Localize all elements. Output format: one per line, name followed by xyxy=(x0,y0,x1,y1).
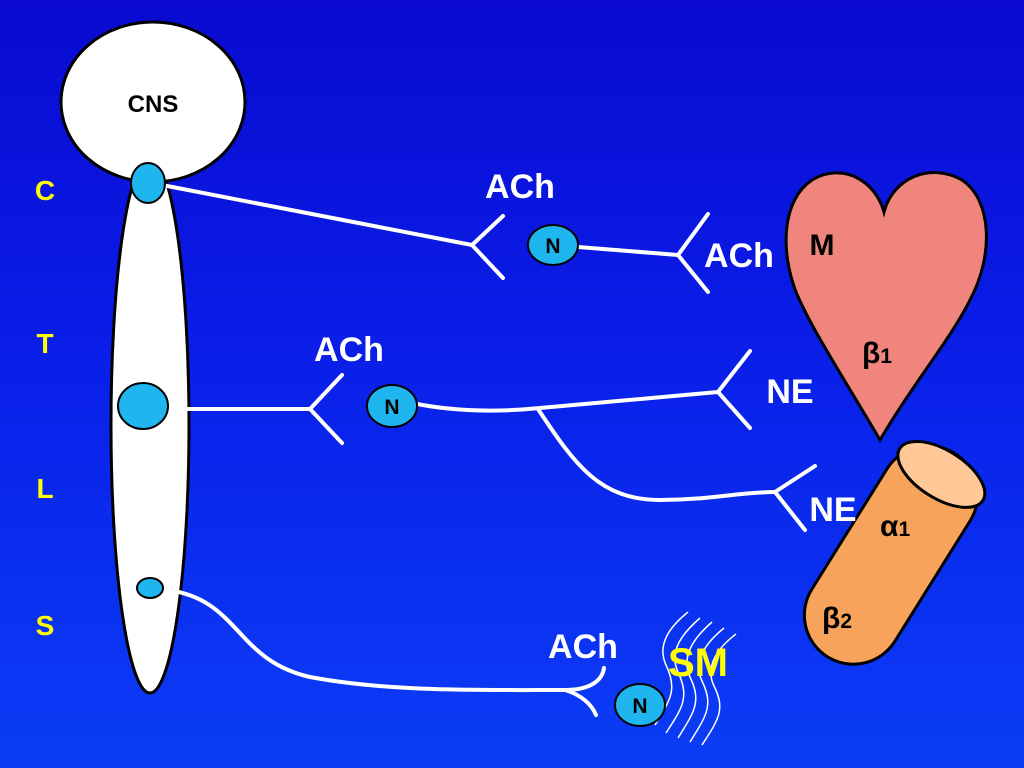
segment-l-label: L xyxy=(36,473,53,504)
cranial-pre-terminal xyxy=(470,214,505,280)
symp-post-terminal-vessel xyxy=(773,464,817,532)
ne-label-vessel: NE xyxy=(809,491,856,529)
cranial-postganglionic-fiber xyxy=(576,245,680,257)
smooth-muscle-label: SM xyxy=(668,641,728,685)
thoracic-pre-terminal xyxy=(308,373,344,445)
ganglion-n2 xyxy=(366,384,418,428)
blood-vessel-cap xyxy=(896,439,987,509)
heart-shape xyxy=(784,171,988,443)
symp-post-fiber-heart xyxy=(410,390,720,413)
segment-s-label: S xyxy=(36,610,55,641)
thoracic-nucleus xyxy=(117,382,169,430)
ganglion-n3-label: N xyxy=(632,695,647,718)
cranial-post-terminal xyxy=(676,212,710,294)
sacral-nucleus xyxy=(136,577,164,599)
symp-post-terminal-heart xyxy=(716,349,752,430)
heart-muscarinic-label: M xyxy=(810,229,835,262)
ne-label-heart: NE xyxy=(766,373,813,411)
ach-label-sacral: ACh xyxy=(548,628,618,666)
ganglion-n2-label: N xyxy=(384,396,399,419)
vessel-beta2-label: β2 xyxy=(822,602,852,635)
ganglion-n3 xyxy=(614,683,666,727)
heart-beta1-label: β1 xyxy=(862,337,892,370)
segment-t-label: T xyxy=(36,328,53,359)
ach-label-pre-heart: ACh xyxy=(485,168,555,206)
ganglion-n1-label: N xyxy=(545,235,560,258)
blood-vessel xyxy=(802,439,987,666)
smooth-muscle-fibers xyxy=(654,611,737,746)
vessel-alpha1-label: α1 xyxy=(880,510,910,543)
sacral-pre-terminal xyxy=(563,666,606,717)
symp-post-fiber-vessel xyxy=(536,407,777,502)
cranial-preganglionic-fiber xyxy=(160,183,474,247)
sacral-preganglionic-fiber xyxy=(166,588,567,693)
cranial-nucleus xyxy=(130,162,166,204)
cns-label: CNS xyxy=(128,91,179,118)
segment-c-label: C xyxy=(35,175,55,206)
ganglion-n1 xyxy=(527,224,579,266)
ach-label-post-heart: ACh xyxy=(704,237,774,275)
ach-label-pre-symp: ACh xyxy=(314,331,384,369)
